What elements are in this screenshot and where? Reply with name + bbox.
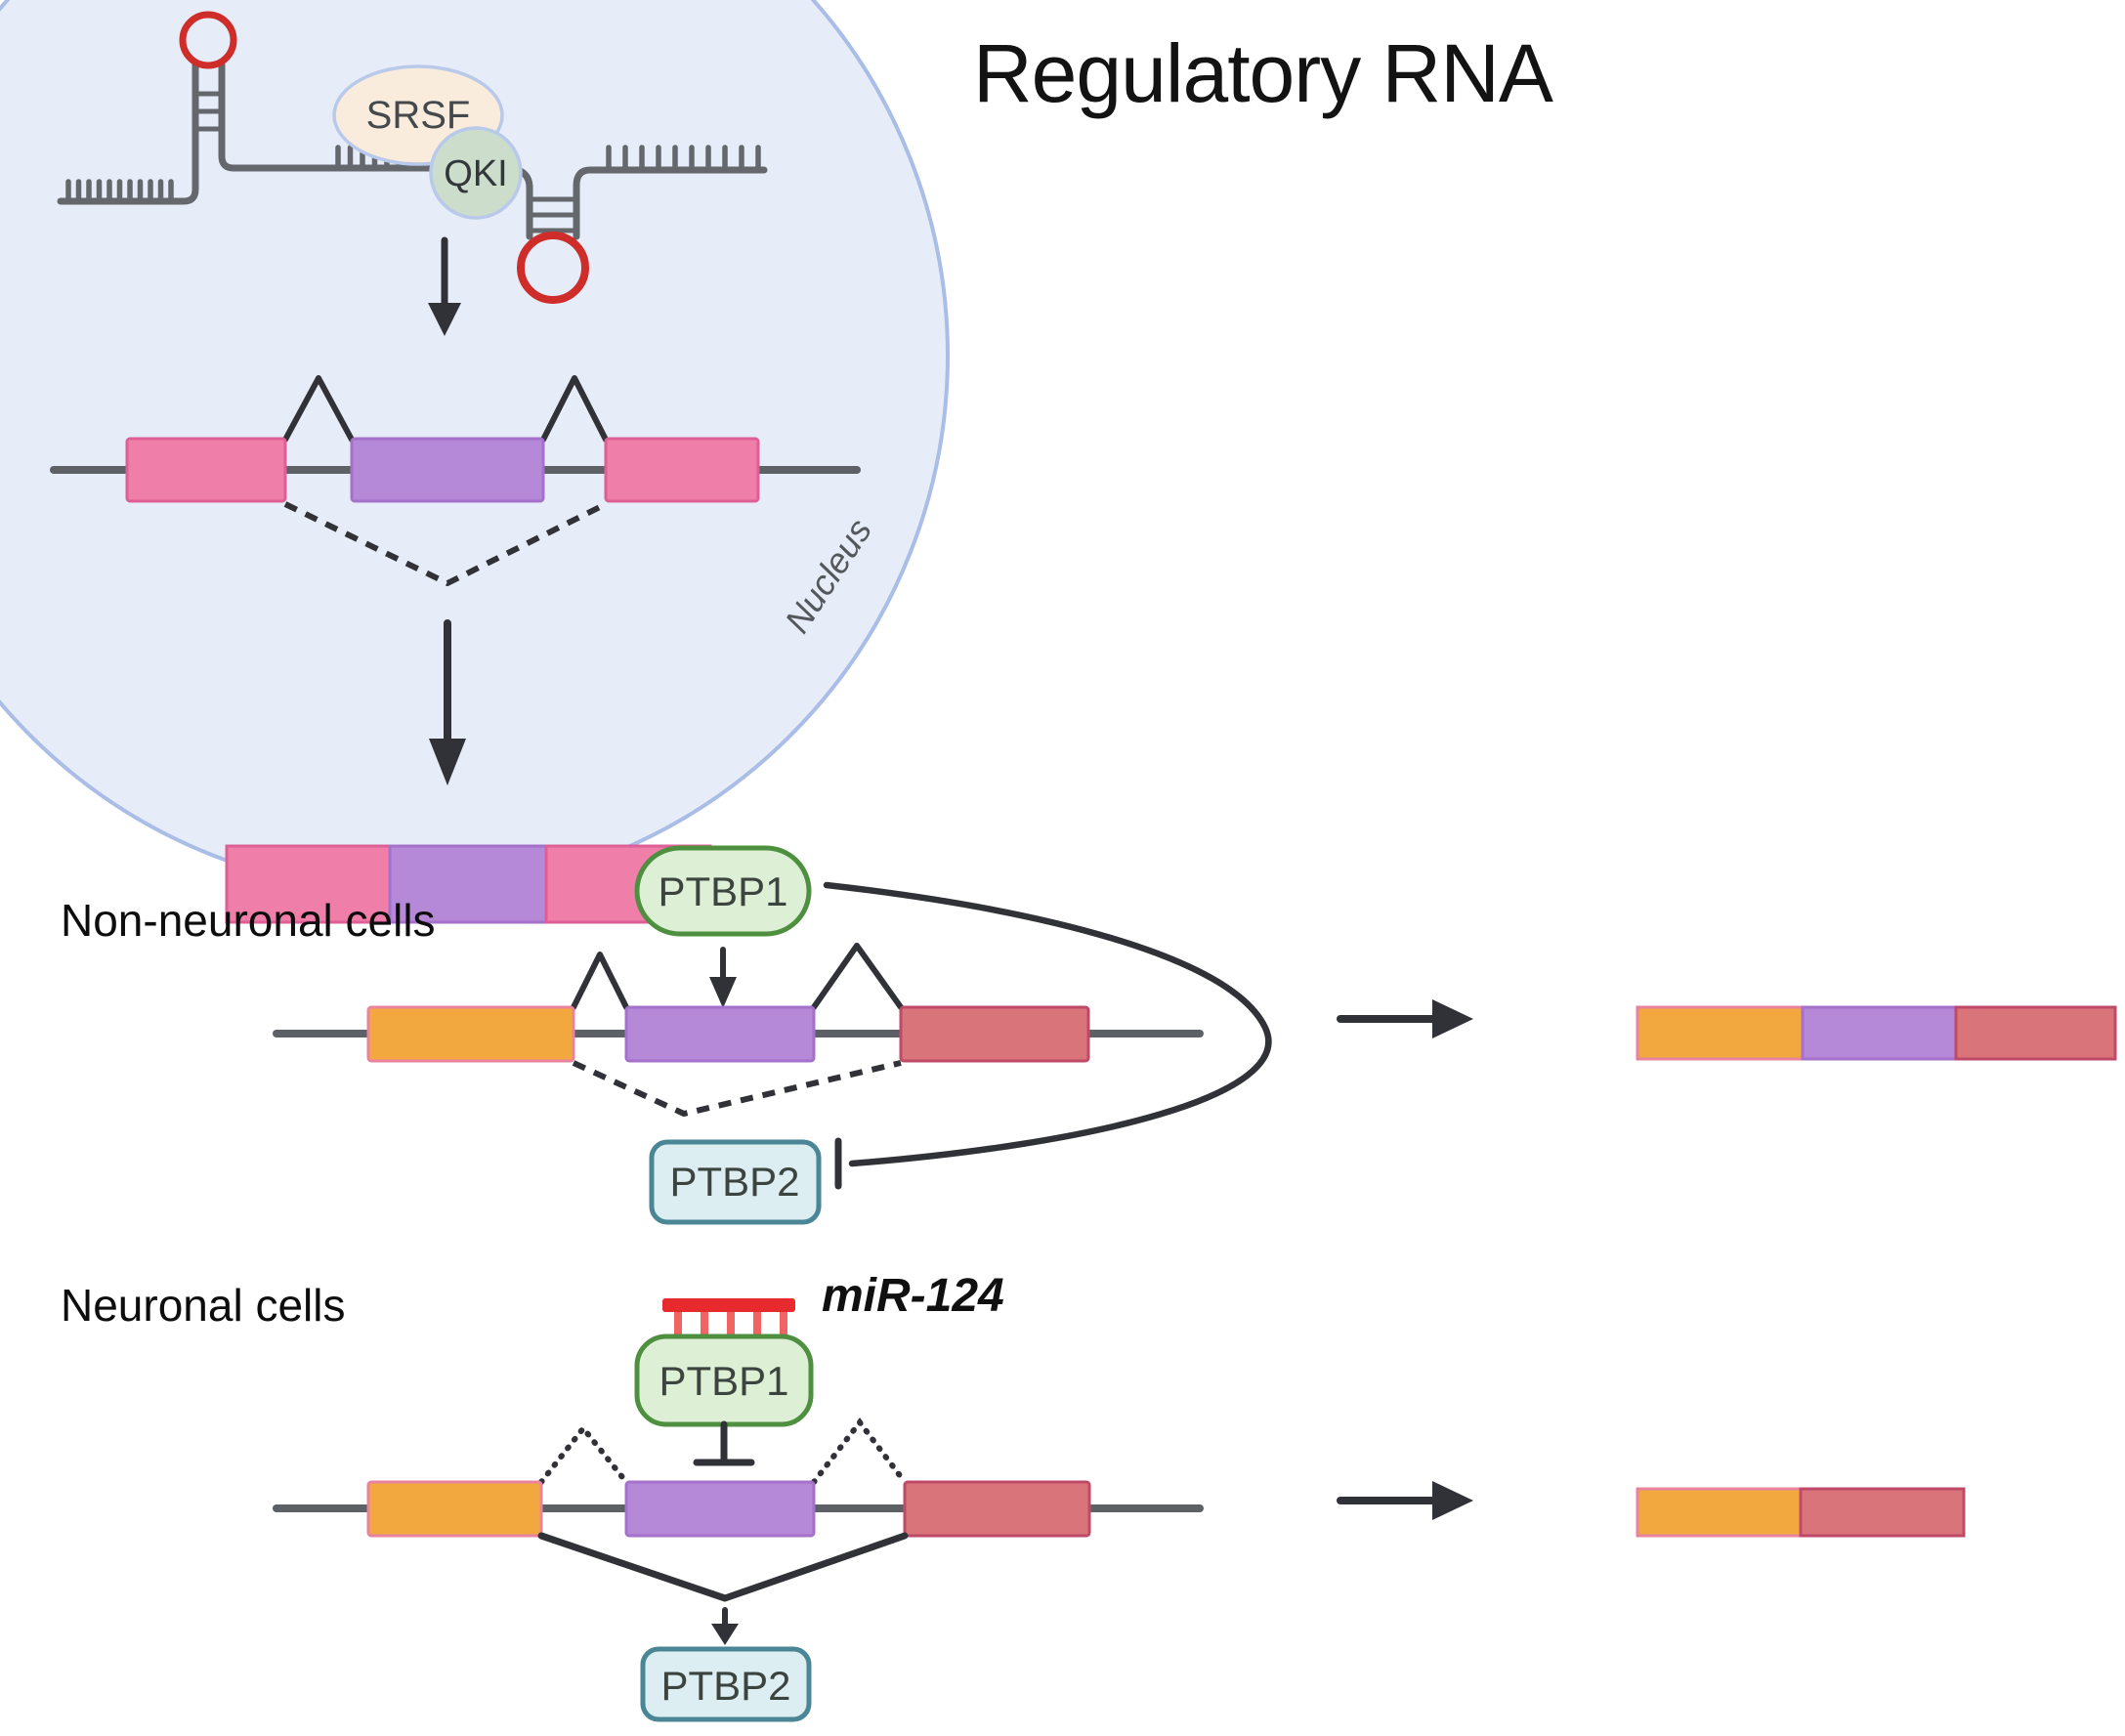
ptbp1-binding-arrow xyxy=(709,947,737,1008)
inhibition-t-bar-ptbp1 xyxy=(693,1420,755,1466)
product-exon-purple xyxy=(1801,1005,1958,1061)
neuronal-mrna-product xyxy=(1636,1487,1966,1538)
mir-124-label: miR-124 xyxy=(822,1270,1004,1322)
mature-exon-pink-1 xyxy=(225,844,392,924)
exon-pink-1 xyxy=(125,437,287,503)
exon-orange xyxy=(366,1480,543,1538)
stem-loop-1 xyxy=(179,11,237,69)
exon-purple xyxy=(624,1005,816,1063)
splice-dashed-skip xyxy=(572,1060,902,1117)
non-neuronal-mrna-product xyxy=(1636,1005,2117,1061)
non-neuronal-result-arrow xyxy=(1337,999,1473,1038)
stem-rungs-1 xyxy=(195,91,222,132)
stem-loop-2 xyxy=(517,232,589,304)
exon-purple xyxy=(624,1480,816,1538)
srsf-label: SRSF xyxy=(366,94,471,137)
neuronal-result-arrow xyxy=(1337,1481,1473,1520)
neuronal-pre-mrna xyxy=(273,1418,1204,1602)
mir-backbone xyxy=(662,1298,795,1312)
exon-orange xyxy=(366,1005,575,1063)
rna-strand-right xyxy=(573,166,768,240)
exon-red xyxy=(899,1005,1090,1063)
section-label-neuronal: Neuronal cells xyxy=(61,1280,345,1331)
ptbp2-expression-arrow xyxy=(711,1607,739,1645)
rna-comb-left xyxy=(65,179,174,204)
ptbp1-label-non-neuronal: PTBP1 xyxy=(658,868,787,914)
mature-exon-purple xyxy=(388,844,548,924)
rna-molecule xyxy=(57,11,768,304)
page-title: Regulatory RNA xyxy=(973,27,1553,119)
section-label-non-neuronal: Non-neuronal cells xyxy=(61,895,436,946)
ptbp2-label-non-neuronal: PTBP2 xyxy=(669,1159,799,1205)
exon-pink-2 xyxy=(604,437,760,503)
inhibition-arc-ptbp1-to-ptbp2 xyxy=(823,881,1272,1190)
non-neuronal-pre-mrna xyxy=(273,943,1204,1117)
ptbp1-pill-non-neuronal xyxy=(634,845,812,937)
binding-arrow xyxy=(428,236,461,336)
qki-protein xyxy=(429,126,523,220)
splice-solid-skip xyxy=(537,1532,909,1602)
splice-carets-solid xyxy=(282,375,609,443)
splice-carets-dotted xyxy=(538,1418,908,1485)
splicing-arrow xyxy=(429,619,466,785)
exon-purple xyxy=(350,437,545,503)
splice-dashed-skip xyxy=(283,501,608,586)
splice-carets-solid xyxy=(571,943,904,1010)
product-exon-red xyxy=(1954,1005,2117,1061)
product-exon-orange xyxy=(1636,1005,1805,1061)
qki-label: QKI xyxy=(444,153,507,194)
product-exon-orange xyxy=(1636,1487,1803,1538)
ptbp2-label-neuronal: PTBP2 xyxy=(660,1663,790,1709)
product-exon-red xyxy=(1799,1487,1966,1538)
exon-red xyxy=(903,1480,1091,1538)
ptbp2-box-neuronal xyxy=(640,1646,812,1722)
ptbp2-box-non-neuronal xyxy=(649,1139,822,1225)
ptbp1-label-neuronal: PTBP1 xyxy=(659,1358,788,1404)
rna-strand-left xyxy=(57,61,199,205)
stem-rungs-2 xyxy=(530,196,576,233)
rna-strand-middle xyxy=(218,61,533,240)
nucleus-pre-mrna xyxy=(50,375,861,586)
rna-comb-right xyxy=(606,145,761,173)
